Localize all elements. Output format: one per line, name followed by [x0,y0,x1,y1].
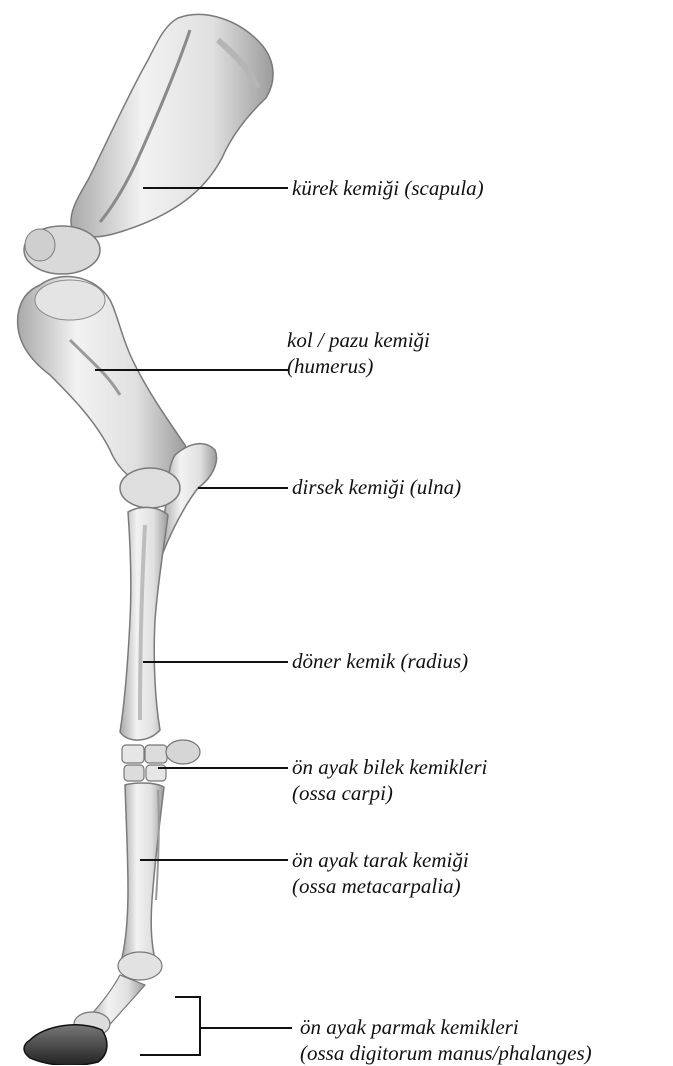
label-radius-text: döner kemik (radius) [292,648,468,674]
label-humerus-line2: (humerus) [287,353,430,379]
label-carpi-line2: (ossa carpi) [292,780,487,806]
label-phalanges-line1: ön ayak parmak kemikleri [300,1014,592,1040]
label-scapula: kürek kemiği (scapula) [292,175,484,201]
humerus-bone [18,277,187,489]
label-humerus: kol / pazu kemiği (humerus) [287,327,430,379]
label-carpi: ön ayak bilek kemikleri (ossa carpi) [292,754,487,806]
phalanx-bones [74,952,162,1036]
scapula-bone [24,14,273,274]
label-humerus-line1: kol / pazu kemiği [287,327,430,353]
label-metacarpalia: ön ayak tarak kemiği (ossa metacarpalia) [292,847,469,899]
hoof [24,1025,107,1065]
phalanges-bracket [140,997,200,1055]
label-scapula-text: kürek kemiği (scapula) [292,175,484,201]
label-radius: döner kemik (radius) [292,648,468,674]
label-ulna-text: dirsek kemiği (ulna) [292,474,461,500]
metacarpal-bone [122,783,164,966]
label-ulna: dirsek kemiği (ulna) [292,474,461,500]
label-metacarpalia-line1: ön ayak tarak kemiği [292,847,469,873]
label-carpi-line1: ön ayak bilek kemikleri [292,754,487,780]
carpal-bones [122,740,200,781]
label-phalanges: ön ayak parmak kemikleri (ossa digitorum… [300,1014,592,1066]
radius-bone [120,507,168,740]
label-phalanges-line2: (ossa digitorum manus/phalanges) [300,1040,592,1066]
label-metacarpalia-line2: (ossa metacarpalia) [292,873,469,899]
